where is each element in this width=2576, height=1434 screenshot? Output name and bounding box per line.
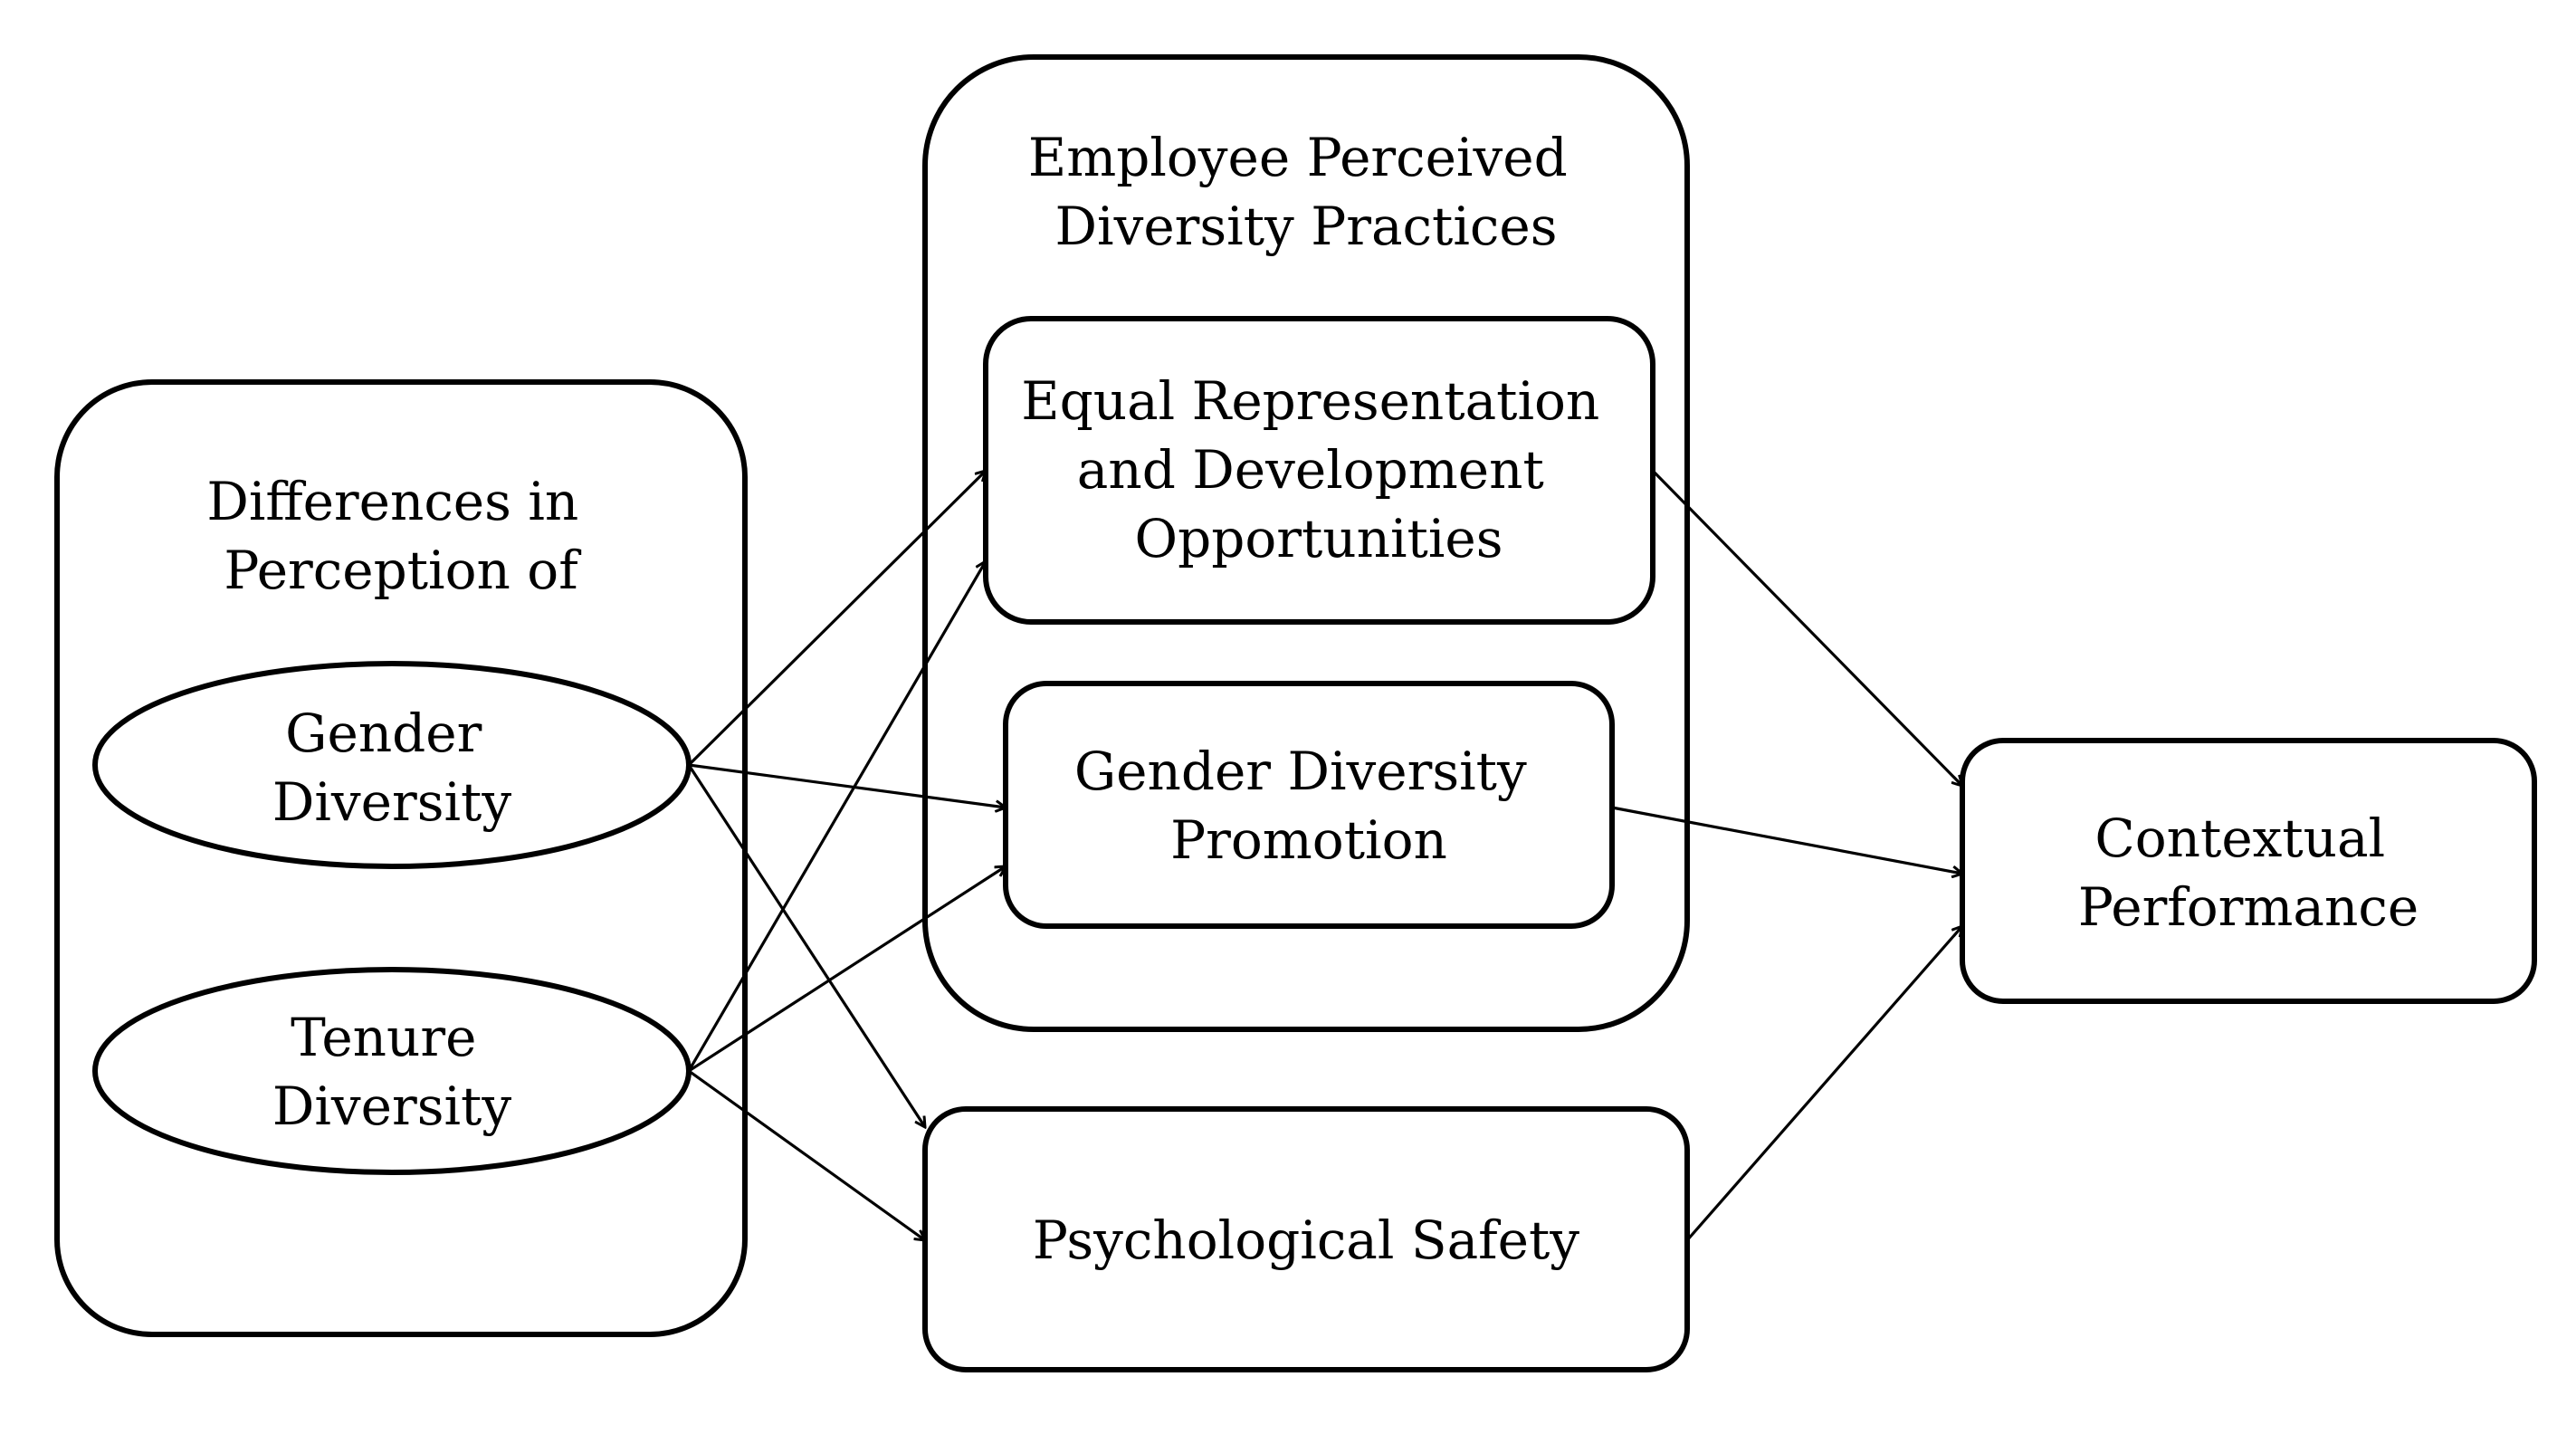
tenure-diversity-node [92, 967, 692, 1175]
perception-group-title: Differences in Perception of [206, 471, 595, 601]
gender-diversity-label: Gender Diversity [272, 703, 511, 833]
gender-diversity-node [92, 661, 692, 869]
contextual-performance-label: Contextual Performance [2078, 808, 2419, 938]
perception-group-title-line-2: Perception of [224, 540, 581, 601]
psychological-safety-label-line-1: Psychological Safety [1033, 1209, 1579, 1271]
psychological-safety-label: Psychological Safety [1033, 1209, 1579, 1271]
practices-group-title-line-1: Employee Perceived [1028, 127, 1568, 188]
tenure-diversity-label-line-2: Diversity [272, 1076, 511, 1137]
gender-diversity-promotion-label: Gender Diversity Promotion [1074, 741, 1543, 871]
gender-diversity-label-line-1: Gender [285, 703, 482, 764]
edges [687, 469, 1962, 1242]
edge-gender-to-psychological-safety [687, 764, 925, 1127]
tenure-diversity-label-line-1: Tenure [291, 1007, 476, 1068]
contextual-performance-label-line-2: Performance [2078, 876, 2419, 938]
equal-representation-label-line-2: and Development [1077, 439, 1544, 501]
gender-diversity-promotion-label-line-1: Gender Diversity [1074, 741, 1527, 802]
contextual-performance-node [1960, 738, 2537, 1004]
equal-representation-label-line-1: Equal Representation [1021, 370, 1599, 432]
gender-diversity-promotion-label-line-2: Promotion [1170, 809, 1447, 871]
edge-tenure-to-psychological-safety [688, 1069, 925, 1240]
tenure-diversity-label: Tenure Diversity [272, 1007, 511, 1137]
edge-equal-representation-to-contextual-performance [1651, 469, 1962, 786]
edge-tenure-to-equal-representation [687, 561, 986, 1072]
gender-diversity-label-line-2: Diversity [272, 771, 511, 833]
perception-group-title-line-1: Differences in [206, 471, 578, 532]
edge-gender-diversity-promotion-to-contextual-performance [1611, 806, 1962, 874]
gender-diversity-promotion-node [1003, 681, 1615, 929]
contextual-performance-label-line-1: Contextual [2094, 808, 2385, 869]
edge-gender-to-equal-representation [687, 471, 986, 767]
practices-group-title: Employee Perceived Diversity Practices [1028, 127, 1584, 257]
equal-representation-label-line-3: Opportunities [1135, 508, 1503, 569]
practices-group-title-line-2: Diversity Practices [1055, 196, 1558, 257]
edge-tenure-to-gender-diversity-promotion [688, 866, 1006, 1073]
edge-gender-to-gender-diversity-promotion [688, 763, 1006, 808]
equal-representation-label: Equal Representation and Development Opp… [1021, 370, 1616, 569]
edge-psychological-safety-to-contextual-performance [1685, 926, 1962, 1242]
